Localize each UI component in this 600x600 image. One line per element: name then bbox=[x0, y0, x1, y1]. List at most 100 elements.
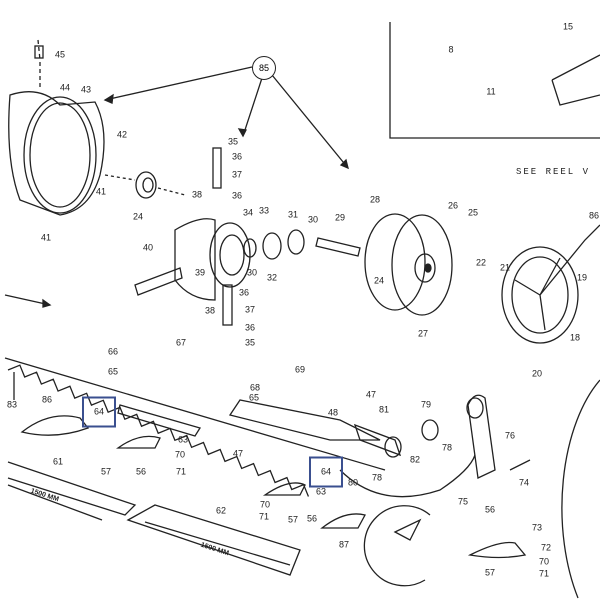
part-label-78: 78 bbox=[441, 442, 453, 453]
callout-arrow bbox=[104, 66, 349, 169]
part-label-39: 39 bbox=[194, 267, 206, 278]
part-label-68: 68 bbox=[249, 382, 261, 393]
part-label-86: 86 bbox=[41, 394, 53, 405]
ledger-blade-61 bbox=[7, 461, 137, 521]
guard-87 bbox=[320, 513, 366, 529]
knife-head-81 bbox=[353, 423, 402, 458]
part-label-19: 19 bbox=[576, 272, 588, 283]
part-label-71: 71 bbox=[258, 511, 270, 522]
part-label-37: 37 bbox=[231, 169, 243, 180]
part-label-67: 67 bbox=[175, 337, 187, 348]
part-label-56: 56 bbox=[135, 466, 147, 477]
part-label-35: 35 bbox=[244, 337, 256, 348]
part-label-87: 87 bbox=[338, 539, 350, 550]
part-label-31: 31 bbox=[287, 209, 299, 220]
detail-circle bbox=[363, 505, 431, 587]
part-label-74: 74 bbox=[518, 477, 530, 488]
part-label-18: 18 bbox=[569, 332, 581, 343]
pulley-20 bbox=[501, 224, 600, 344]
part-label-69: 69 bbox=[294, 364, 306, 375]
ledger-blade-62 bbox=[126, 504, 301, 576]
pitman-arm-76 bbox=[466, 394, 531, 479]
bearing-79 bbox=[421, 419, 439, 441]
gear-housing bbox=[8, 39, 105, 216]
part-label-63: 63 bbox=[315, 486, 327, 497]
part-label-80: 80 bbox=[347, 477, 359, 488]
part-label-38: 38 bbox=[191, 189, 203, 200]
reel-wheel-arc bbox=[561, 379, 600, 599]
part-label-32: 32 bbox=[266, 272, 278, 283]
part-label-62: 62 bbox=[215, 505, 227, 516]
part-label-36: 36 bbox=[231, 190, 243, 201]
part-label-47: 47 bbox=[232, 448, 244, 459]
part-label-71: 71 bbox=[175, 466, 187, 477]
part-label-28: 28 bbox=[369, 194, 381, 205]
part-label-71: 71 bbox=[538, 568, 550, 579]
inset-frame bbox=[389, 22, 600, 139]
part-label-25: 25 bbox=[467, 207, 479, 218]
part-label-30: 30 bbox=[246, 267, 258, 278]
part-label-83: 83 bbox=[6, 399, 18, 410]
part-label-73: 73 bbox=[531, 522, 543, 533]
part-label-37: 37 bbox=[244, 304, 256, 315]
part-label-70: 70 bbox=[538, 556, 550, 567]
part-label-79: 79 bbox=[420, 399, 432, 410]
arrow-heads bbox=[103, 93, 349, 170]
part-label-34: 34 bbox=[242, 207, 254, 218]
highlighted-part-label[interactable]: 64 bbox=[81, 396, 117, 428]
part-label-56: 56 bbox=[306, 513, 318, 524]
guard-86 bbox=[20, 415, 90, 436]
part-label-22: 22 bbox=[475, 257, 487, 268]
part-label-63: 63 bbox=[177, 434, 189, 445]
part-label-43: 43 bbox=[80, 84, 92, 95]
part-label-36: 36 bbox=[231, 151, 243, 162]
part-label-42: 42 bbox=[116, 129, 128, 140]
part-label-82: 82 bbox=[409, 454, 421, 465]
guard-56 bbox=[116, 435, 161, 449]
part-label-24: 24 bbox=[373, 275, 385, 286]
part-label-30: 30 bbox=[307, 214, 319, 225]
see-reel-note: SEE REEL V bbox=[516, 167, 591, 177]
part-label-72: 72 bbox=[540, 542, 552, 553]
part-label-45: 45 bbox=[54, 49, 66, 60]
cutter-bar bbox=[4, 357, 386, 497]
part-label-21: 21 bbox=[499, 262, 511, 273]
guard-57 bbox=[262, 482, 306, 496]
part-label-70: 70 bbox=[259, 499, 271, 510]
part-label-86: 86 bbox=[588, 210, 600, 221]
part-label-65: 65 bbox=[107, 366, 119, 377]
part-label-57: 57 bbox=[484, 567, 496, 578]
highlighted-part-label[interactable]: 64 bbox=[308, 456, 344, 488]
part-label-11: 11 bbox=[486, 86, 496, 97]
part-label-24: 24 bbox=[132, 211, 144, 222]
part-label-27: 27 bbox=[417, 328, 429, 339]
part-label-38: 38 bbox=[204, 305, 216, 316]
part-label-35: 35 bbox=[227, 136, 239, 147]
belt-curve bbox=[339, 454, 476, 498]
shaft-centerline bbox=[104, 174, 186, 196]
part-label-61: 61 bbox=[52, 456, 64, 467]
part-label-15: 15 bbox=[562, 21, 574, 32]
part-label-36: 36 bbox=[238, 287, 250, 298]
knife-section bbox=[393, 518, 422, 541]
part-label-48: 48 bbox=[327, 407, 339, 418]
part-label-56: 56 bbox=[484, 504, 496, 515]
part-label-66: 66 bbox=[107, 346, 119, 357]
part-label-70: 70 bbox=[174, 449, 186, 460]
part-label-41: 41 bbox=[40, 232, 52, 243]
part-label-44: 44 bbox=[59, 82, 71, 93]
bearing-24 bbox=[135, 171, 157, 199]
part-label-76: 76 bbox=[504, 430, 516, 441]
part-label-40: 40 bbox=[142, 242, 154, 253]
hub-assembly bbox=[134, 147, 361, 326]
guard-72 bbox=[467, 541, 527, 559]
part-label-8: 8 bbox=[448, 44, 454, 55]
part-label-65: 65 bbox=[248, 392, 260, 403]
part-label-41: 41 bbox=[95, 186, 107, 197]
drum-28 bbox=[364, 213, 453, 316]
part-label-57: 57 bbox=[287, 514, 299, 525]
part-label-20: 20 bbox=[531, 368, 543, 379]
part-label-33: 33 bbox=[258, 205, 270, 216]
part-label-57: 57 bbox=[100, 466, 112, 477]
